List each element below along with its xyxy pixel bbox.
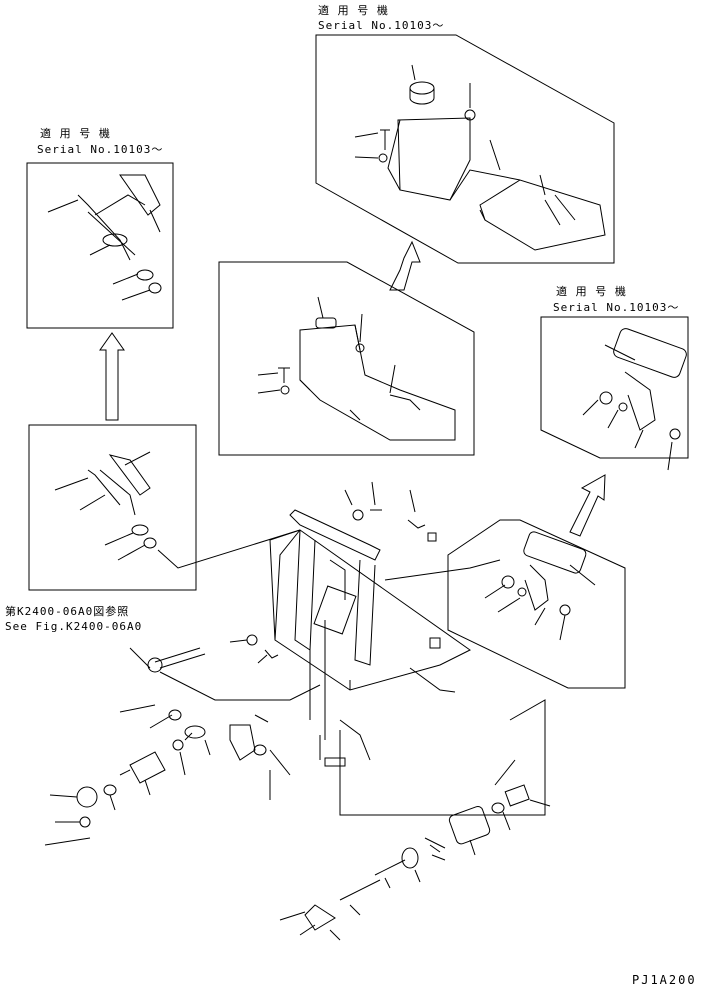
applicable-models-label-top: 適 用 号 機 [318, 4, 389, 17]
see-fig-label-en: See Fig.K2400-06A0 [5, 620, 143, 633]
serial-label-right: Serial No.10103～ [553, 301, 680, 314]
serial-label-top: Serial No.10103～ [318, 19, 445, 32]
cable-linkage [44, 647, 321, 846]
spring-linkage [279, 699, 551, 941]
arrow-up-icon [389, 240, 421, 291]
figure-code: PJ1A200 [632, 973, 697, 987]
arrow-up-icon [99, 332, 125, 421]
pedal-frame [447, 519, 626, 689]
applicable-models-label-right: 適 用 号 機 [556, 285, 627, 298]
main-assembly [229, 481, 501, 740]
arrow-up-icon [569, 474, 606, 537]
detail-frame-middle [218, 261, 475, 456]
serial-label-left: Serial No.10103～ [37, 143, 164, 156]
see-fig-label-jp: 第K2400-06A0図参照 [5, 605, 130, 618]
detail-frame-top [315, 34, 615, 264]
detail-frame-top-left [26, 162, 174, 329]
detail-frame-right [540, 316, 689, 471]
detail-frame-left-middle [28, 424, 301, 591]
applicable-models-label-left: 適 用 号 機 [40, 127, 111, 140]
